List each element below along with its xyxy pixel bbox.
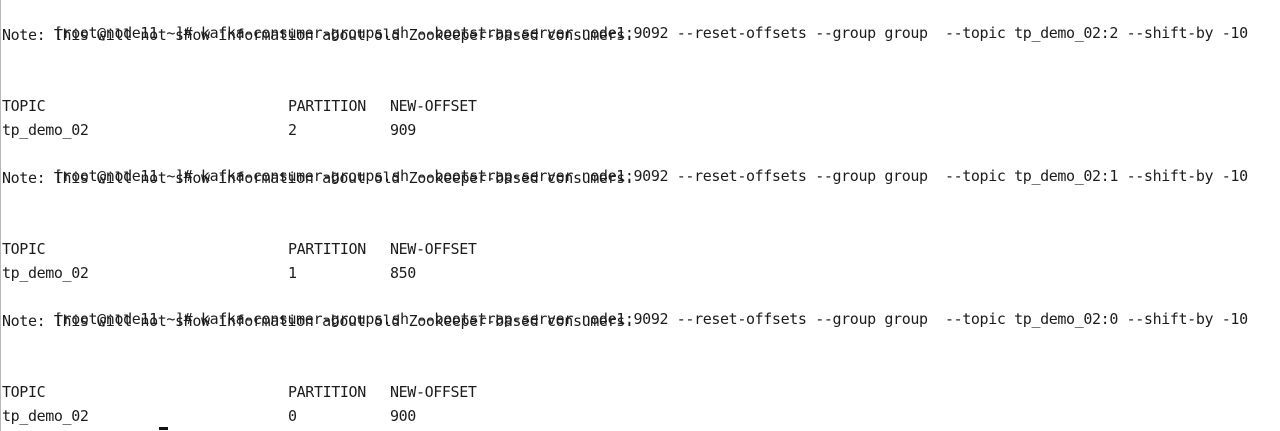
header-topic: TOPIC (2, 97, 46, 115)
row-new-offset: 909 (390, 121, 416, 139)
command-text: kafka-consumer-groups.sh --bootstrap-ser… (200, 167, 1248, 185)
text-cursor (159, 427, 168, 430)
shell-prompt: [root@node11 ~]# (53, 310, 193, 328)
header-new-offset: NEW-OFFSET (390, 383, 477, 401)
header-partition: PARTITION (288, 97, 366, 115)
note-line: Note: This will not show information abo… (2, 169, 634, 187)
row-partition: 2 (288, 121, 297, 139)
row-topic: tp_demo_02 (2, 407, 89, 425)
note-line: Note: This will not show information abo… (2, 312, 634, 330)
command-line: [root@node11 ~]# kafka-consumer-groups.s… (2, 143, 1248, 185)
command-text: kafka-consumer-groups.sh --bootstrap-ser… (200, 24, 1248, 42)
header-topic: TOPIC (2, 383, 46, 401)
terminal-left-border (0, 0, 1, 431)
header-partition: PARTITION (288, 240, 366, 258)
note-line: Note: This will not show information abo… (2, 26, 634, 44)
command-text: kafka-consumer-groups.sh --bootstrap-ser… (200, 310, 1248, 328)
shell-prompt: [root@node11 ~]# (53, 167, 193, 185)
shell-prompt: [root@node11 ~]# (53, 24, 193, 42)
header-new-offset: NEW-OFFSET (390, 240, 477, 258)
row-partition: 1 (288, 264, 297, 282)
row-topic: tp_demo_02 (2, 121, 89, 139)
row-partition: 0 (288, 407, 297, 425)
row-new-offset: 850 (390, 264, 416, 282)
command-line: [root@node11 ~]# kafka-consumer-groups.s… (2, 286, 1248, 328)
command-line: [root@node11 ~]# kafka-consumer-groups.s… (2, 0, 1248, 42)
row-new-offset: 900 (390, 407, 416, 425)
header-topic: TOPIC (2, 240, 46, 258)
header-partition: PARTITION (288, 383, 366, 401)
row-topic: tp_demo_02 (2, 264, 89, 282)
header-new-offset: NEW-OFFSET (390, 97, 477, 115)
